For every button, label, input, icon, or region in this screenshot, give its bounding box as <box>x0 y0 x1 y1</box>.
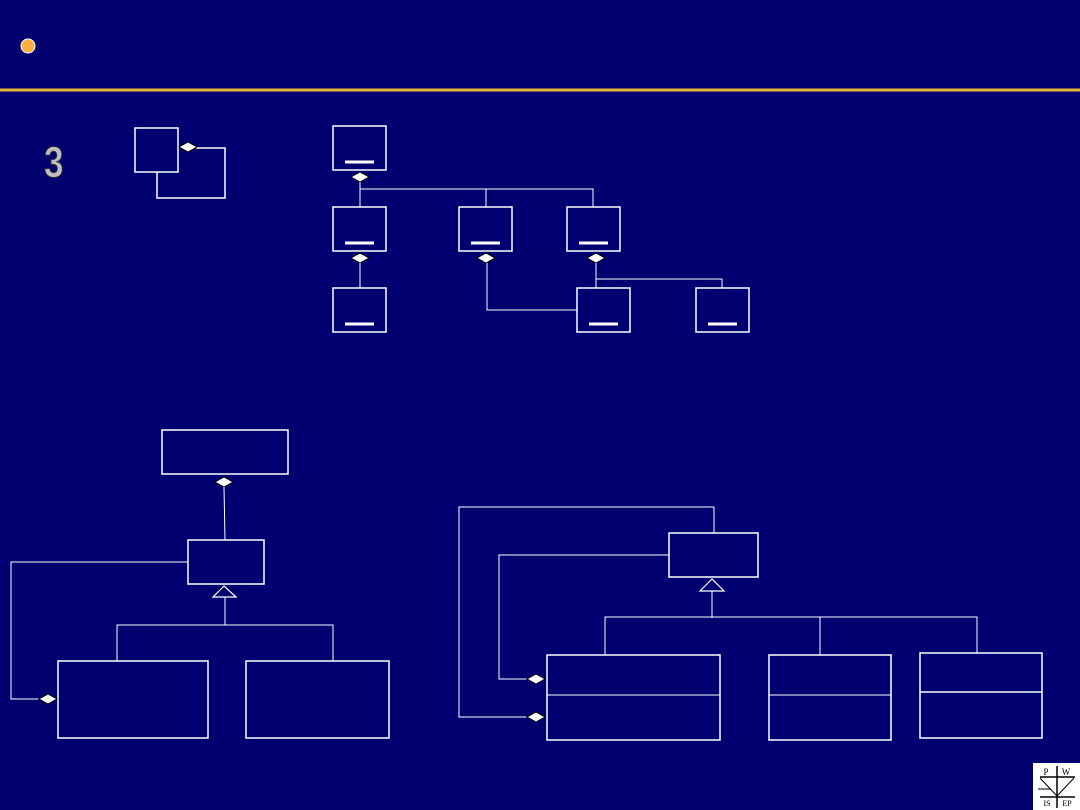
slide-number: 3 <box>44 138 64 187</box>
svg-text:W: W <box>1062 767 1071 777</box>
composite-class-diagram <box>10 429 390 739</box>
isep-logo: P W IS EP <box>1033 763 1080 810</box>
aggregation-diamond <box>177 141 199 153</box>
svg-text:P: P <box>1043 767 1048 777</box>
svg-text:EP: EP <box>1062 799 1072 808</box>
self-aggregation-diagram <box>134 127 226 199</box>
composite-class-diagram-detailed <box>458 506 1043 741</box>
svg-text:IS: IS <box>1043 799 1050 808</box>
bullet-icon <box>20 38 36 54</box>
composite-tree-diagram <box>332 125 750 333</box>
